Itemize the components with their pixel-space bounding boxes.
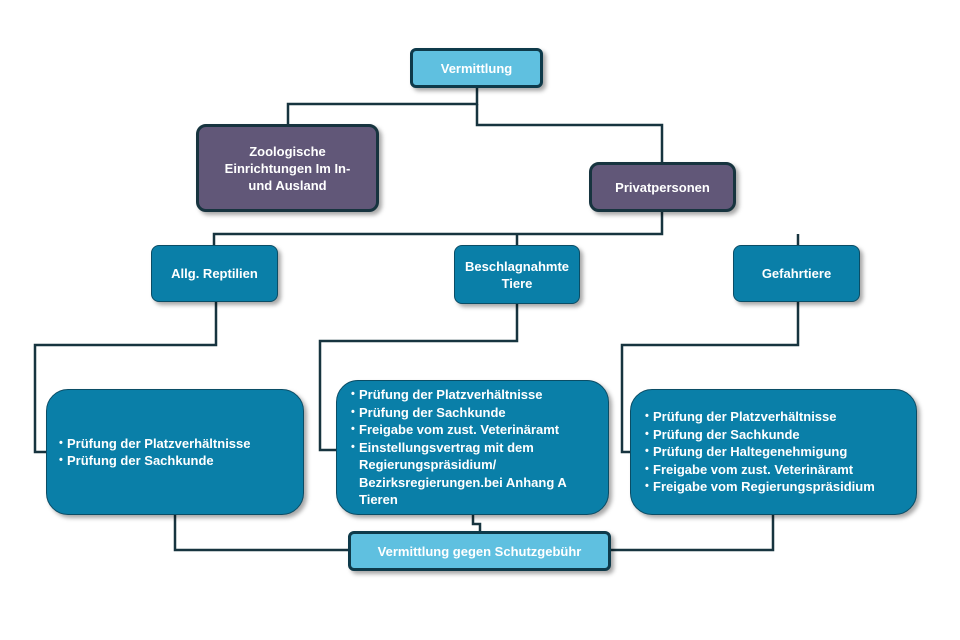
connector-root-private [475, 104, 664, 164]
details-gefahrtiere-item: Prüfung der Haltegenehmigung [645, 443, 875, 461]
details-gefahrtiere-item: Freigabe vom zust. Veterinäramt [645, 461, 875, 479]
connector-dangerous-details [620, 302, 800, 454]
details-gefahrtiere-item: Prüfung der Platzverhältnisse [645, 408, 875, 426]
details-allg-reptilien: Prüfung der Platzverhältnisse Prüfung de… [46, 389, 304, 515]
node-zoologische-einrichtungen: Zoologische Einrichtungen Im In- und Aus… [196, 124, 379, 212]
node-gefahrtiere-label: Gefahrtiere [761, 266, 832, 281]
node-allg-reptilien: Allg. Reptilien [151, 245, 278, 302]
node-vermittlung-label: Vermittlung [440, 60, 513, 76]
node-vermittlung-schutzgebuehr: Vermittlung gegen Schutzgebühr [348, 531, 611, 571]
node-zoologische-einrichtungen-label: Zoologische Einrichtungen Im In- und Aus… [224, 143, 351, 193]
node-vermittlung: Vermittlung [410, 48, 543, 88]
node-beschlagnahmte-tiere-label: Beschlagnahmte Tiere [464, 258, 570, 291]
node-privatpersonen: Privatpersonen [589, 162, 736, 212]
connector-confiscated-details [318, 304, 519, 452]
details-gefahrtiere: Prüfung der Platzverhältnisse Prüfung de… [630, 389, 917, 515]
details-gefahrtiere-item: Freigabe vom Regierungspräsidium [645, 478, 875, 496]
connector-reptiles-details [33, 302, 218, 454]
connector-dangerous-fee [610, 515, 775, 552]
connector-private-children [212, 212, 664, 246]
details-beschlagnahmte-tiere-item: Einstellungsvertrag mit dem Regierungspr… [351, 439, 600, 509]
details-allg-reptilien-item: Prüfung der Platzverhältnisse [59, 435, 251, 453]
node-allg-reptilien-label: Allg. Reptilien [171, 266, 258, 281]
details-gefahrtiere-item: Prüfung der Sachkunde [645, 426, 875, 444]
details-beschlagnahmte-tiere-item: Freigabe vom zust. Veterinäramt [351, 421, 600, 439]
node-privatpersonen-label: Privatpersonen [615, 179, 710, 195]
details-beschlagnahmte-tiere-item: Prüfung der Sachkunde [351, 404, 600, 422]
details-allg-reptilien-item: Prüfung der Sachkunde [59, 452, 251, 470]
details-beschlagnahmte-tiere: Prüfung der Platzverhältnisse Prüfung de… [336, 380, 609, 515]
node-gefahrtiere: Gefahrtiere [733, 245, 860, 302]
connector-root-zoo [286, 88, 479, 125]
node-beschlagnahmte-tiere: Beschlagnahmte Tiere [454, 245, 580, 304]
connector-confiscated-fee [471, 515, 482, 531]
node-vermittlung-schutzgebuehr-label: Vermittlung gegen Schutzgebühr [377, 543, 582, 559]
connector-reptiles-fee [173, 515, 350, 552]
details-beschlagnahmte-tiere-item: Prüfung der Platzverhältnisse [351, 386, 600, 404]
